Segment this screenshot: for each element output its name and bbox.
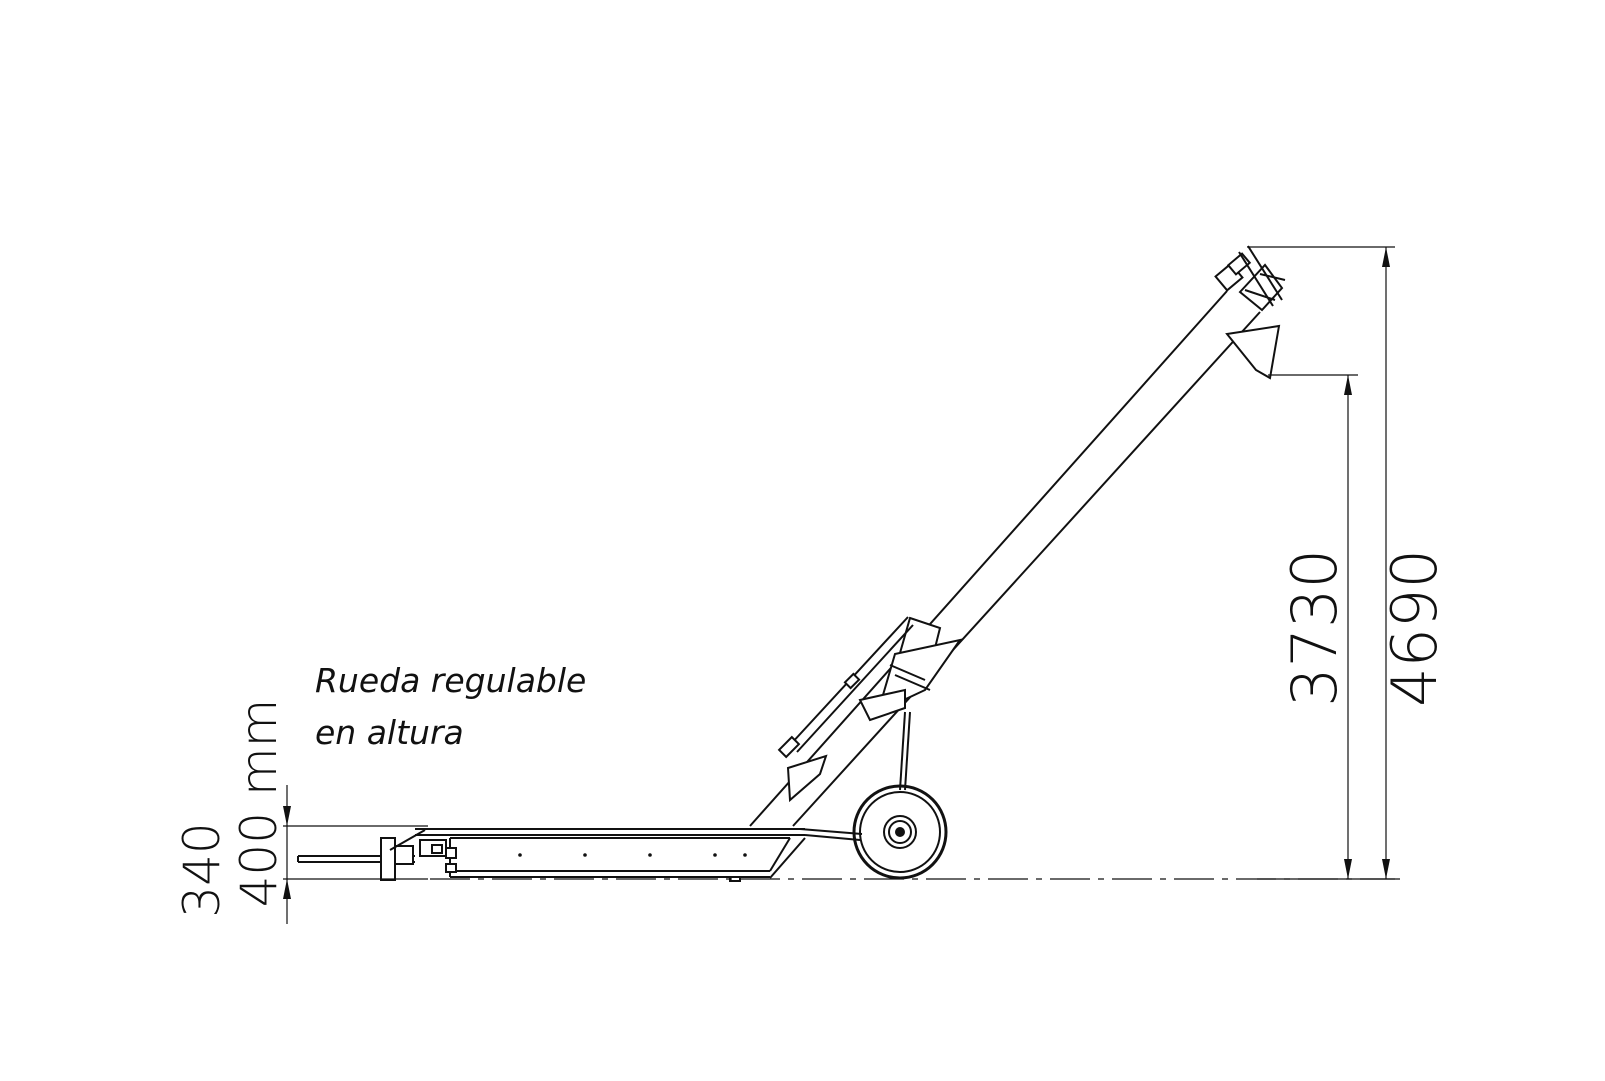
dimension-total-height <box>1247 246 1395 880</box>
dimension-label-wheel-max: 400 mm <box>230 699 288 908</box>
horizontal-frame <box>415 828 863 882</box>
dimension-label-discharge: 3730 <box>1278 549 1351 707</box>
top-head <box>1214 245 1286 380</box>
inclined-tube <box>749 290 1261 827</box>
dimension-label-total: 4690 <box>1378 549 1451 707</box>
wheel-adjustable-note: Rueda regulable en altura <box>315 655 586 759</box>
dimension-discharge-height <box>1268 374 1358 879</box>
mid-bracket <box>777 616 963 803</box>
hitch <box>297 829 457 881</box>
dimension-wheel-height <box>283 785 428 924</box>
note-line-2: en altura <box>315 713 464 752</box>
note-line-1: Rueda regulable <box>315 661 587 700</box>
dimension-label-wheel-min: 340 <box>173 822 231 917</box>
wheel <box>852 784 948 880</box>
